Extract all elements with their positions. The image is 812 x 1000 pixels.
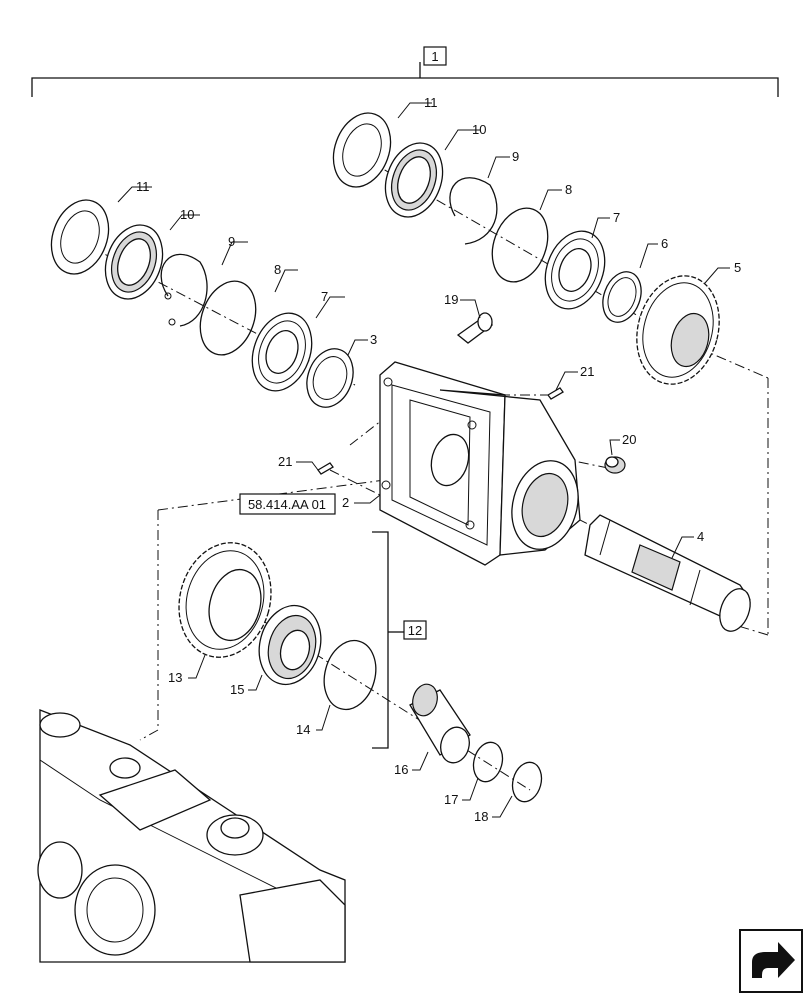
reference-link[interactable]: 58.414.AA 01 [239,493,336,515]
seal-10-left [104,224,164,300]
seal-11-right [332,112,392,188]
next-page-arrow-icon[interactable] [739,929,803,993]
label-11-right: 11 [424,95,438,110]
assembly-bracket: 1 [31,46,779,97]
bearing-15 [258,604,322,686]
label-13: 13 [168,670,182,685]
label-2: 2 [342,495,349,510]
label-7-left: 7 [321,289,328,304]
label-16: 16 [394,762,408,777]
bearing-7-right [544,230,606,310]
reference-code: 58.414.AA 01 [248,497,326,512]
assembly-label: 1 [431,49,438,64]
pin-21-upper [547,387,564,400]
gear-5 [636,275,720,385]
ring-17 [472,741,504,783]
ring-6 [602,271,642,323]
label-18: 18 [474,809,488,824]
label-9-right: 9 [512,149,519,164]
gear-13 [178,542,272,658]
label-10-right: 10 [472,122,486,137]
label-15: 15 [230,682,244,697]
label-7-right: 7 [613,210,620,225]
label-6: 6 [661,236,668,251]
part-labels: 11 10 9 8 7 6 5 11 10 9 8 7 3 19 21 21 2… [136,95,741,824]
label-21-upper: 21 [580,364,594,379]
bolt-19 [456,312,494,344]
snap-ring-9-left [160,253,208,327]
snap-ring-18 [511,761,543,803]
label-17: 17 [444,792,458,807]
label-21-lower: 21 [278,454,292,469]
snap-ring-9-right [449,177,498,245]
ring-8-right [491,207,549,283]
label-20: 20 [622,432,636,447]
pin-21-lower [317,462,334,475]
plug-20 [604,456,626,474]
label-19: 19 [444,292,458,307]
label-8-right: 8 [565,182,572,197]
ring-8-left [199,280,257,356]
seal-10-right [384,142,444,218]
label-11-left: 11 [136,179,150,194]
snap-ring-14 [323,639,377,711]
leader-lines [117,102,730,818]
shaft-4 [584,514,751,632]
housing-2 [379,361,581,566]
label-8-left: 8 [274,262,281,277]
label-5: 5 [734,260,741,275]
subassembly-bracket: 12 [372,531,427,749]
label-14: 14 [296,722,310,737]
label-10-left: 10 [180,207,194,222]
sleeve-16 [409,683,471,764]
subassembly-label: 12 [408,623,422,638]
label-9-left: 9 [228,234,235,249]
spacer-3 [306,348,354,408]
label-4: 4 [697,529,704,544]
label-3: 3 [370,332,377,347]
seal-11-left [50,199,110,275]
bearing-7-left [251,312,313,392]
transmission-housing [37,709,346,963]
